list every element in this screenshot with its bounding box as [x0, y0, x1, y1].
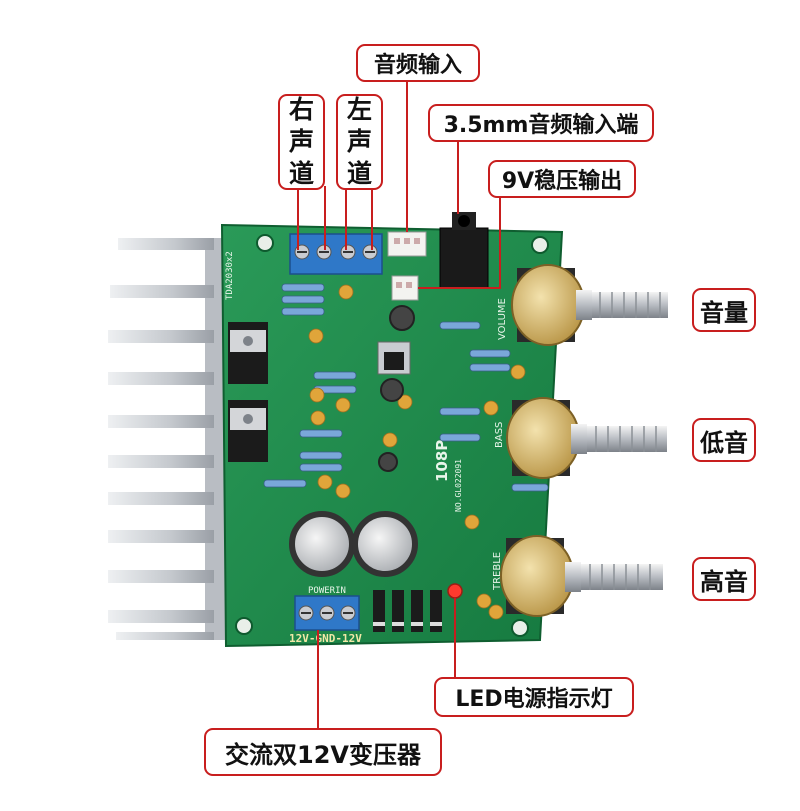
power-led — [447, 583, 463, 599]
right-channel-char: 声 — [288, 127, 314, 156]
pot-label-treble: TREBLE — [492, 552, 503, 591]
power-header-label: POWERIN — [308, 586, 346, 596]
amplifier-ic — [228, 322, 268, 462]
board-serial: NO.GL022091 — [454, 459, 463, 512]
ceramic-capacitors — [308, 284, 526, 620]
pointer-lines — [297, 78, 501, 728]
volume-knob — [511, 264, 668, 346]
right-channel-label: 右 声 道 — [278, 94, 325, 190]
power-terminal-label: 12V-GND-12V — [289, 632, 362, 645]
audio-input-label: 音频输入 — [356, 44, 480, 82]
ic-label: TDA2030x2 — [225, 251, 235, 300]
right-channel-char: 右 — [288, 95, 314, 124]
heatsink — [108, 238, 227, 640]
jack-input-label: 3.5mm音频输入端 — [428, 104, 654, 142]
right-channel-char: 道 — [288, 159, 314, 188]
regulated-output-label: 9V稳压输出 — [488, 160, 636, 198]
bass-label: 低音 — [692, 418, 756, 462]
left-channel-char: 声 — [346, 127, 372, 156]
volume-label: 音量 — [692, 288, 756, 332]
power-terminal — [294, 595, 360, 631]
pot-label-volume: VOLUME — [497, 298, 508, 340]
bass-knob — [506, 397, 667, 479]
regulated-output-connector — [391, 275, 419, 301]
speaker-terminal — [289, 233, 383, 275]
resistors — [263, 283, 549, 492]
treble-label: 高音 — [692, 557, 756, 601]
transformer-label: 交流双12V变压器 — [204, 728, 442, 776]
board-model: 108P — [433, 440, 451, 482]
rectifier-diodes — [373, 590, 442, 632]
audio-jack — [439, 212, 489, 289]
led-indicator-label: LED电源指示灯 — [434, 677, 634, 717]
pot-label-bass: BASS — [494, 422, 505, 448]
left-channel-label: 左 声 道 — [336, 94, 383, 190]
electrolytic-capacitors — [289, 305, 418, 577]
left-channel-char: 道 — [346, 159, 372, 188]
voltage-regulator — [377, 341, 411, 375]
treble-knob — [500, 535, 663, 617]
audio-input-connector — [387, 231, 427, 257]
left-channel-char: 左 — [346, 95, 372, 124]
